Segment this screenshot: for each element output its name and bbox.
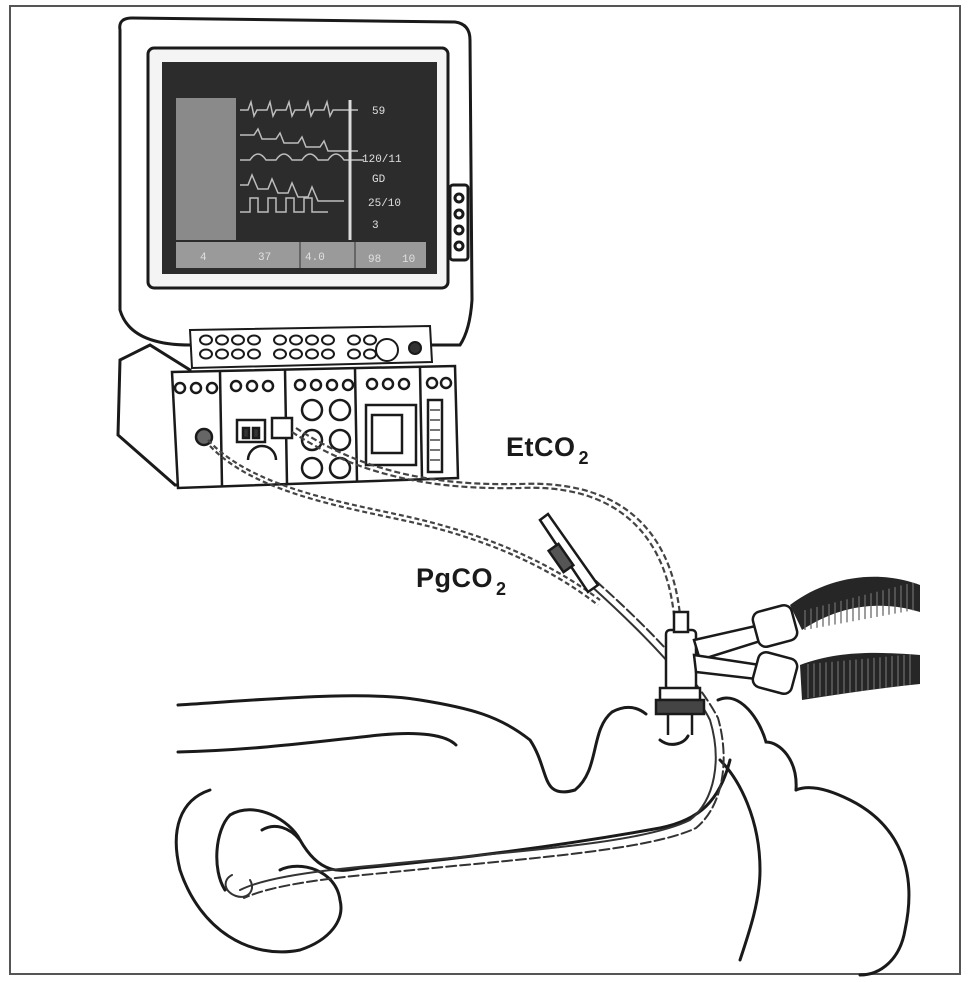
etco2-label-main: EtCO: [506, 432, 576, 462]
tonometer-probe: [540, 514, 598, 592]
rack-knob: [231, 381, 241, 391]
rack-knob: [191, 383, 201, 393]
rack-knob: [175, 383, 185, 393]
rack-knob: [247, 381, 257, 391]
keypad-key: [306, 336, 318, 345]
rack-knob: [343, 380, 353, 390]
pgco2-label-main: PgCO: [416, 563, 493, 593]
module-rack: [172, 366, 458, 488]
rack-knob: [441, 378, 451, 388]
keypad-key: [322, 336, 334, 345]
rotary-knob: [376, 339, 398, 361]
rack-knob: [427, 378, 437, 388]
screen-readout: 3: [372, 220, 379, 232]
screen-readout: 59: [372, 106, 385, 118]
screen-readout: 37: [258, 252, 271, 264]
monitor-keypad: [190, 326, 432, 368]
keypad-key: [200, 336, 212, 345]
rack-knob: [399, 379, 409, 389]
keypad-key: [306, 350, 318, 359]
screen-readout: 98: [368, 254, 381, 266]
keypad-key: [274, 350, 286, 359]
screen-readout: 4: [200, 252, 207, 264]
etco2-label-sub: 2: [579, 448, 590, 468]
corrugated-hose-lower: [800, 653, 920, 700]
rack-knob: [367, 379, 377, 389]
keypad-key: [232, 350, 244, 359]
keypad-key: [232, 336, 244, 345]
keypad-key: [274, 336, 286, 345]
screen-readout: GD: [372, 174, 386, 186]
screen-readout: 120/11: [362, 154, 402, 166]
keypad-key: [348, 350, 360, 359]
keypad-key: [248, 350, 260, 359]
keypad-key: [200, 350, 212, 359]
rack-knob: [295, 380, 305, 390]
breathing-circuit: [694, 603, 799, 695]
keypad-key: [248, 336, 260, 345]
screen-readout: 10: [402, 254, 415, 266]
rack-knob: [263, 381, 273, 391]
keypad-key: [364, 336, 376, 345]
keypad-key: [216, 336, 228, 345]
keypad-key: [290, 350, 302, 359]
keypad-key: [322, 350, 334, 359]
screen-bottom-bar: [176, 242, 426, 268]
keypad-key: [216, 350, 228, 359]
corrugated-hose-upper: [790, 577, 920, 630]
screen-readout: 25/10: [368, 198, 401, 210]
airway-adapter: [656, 612, 704, 735]
nasogastric-tonometer-tube: [226, 581, 724, 898]
patient-profile: [176, 696, 909, 975]
screen-readout: 4.0: [305, 252, 325, 264]
keypad-key: [290, 336, 302, 345]
rack-knob: [207, 383, 217, 393]
keypad-key: [348, 336, 360, 345]
rack-knob: [311, 380, 321, 390]
screen-left-panel: [176, 98, 236, 240]
rack-knob: [327, 380, 337, 390]
keypad-key: [364, 350, 376, 359]
monitor-screen: 59 120/11 GD 25/10 3 4 4.0 37 98 10: [162, 62, 437, 274]
rack-knob: [383, 379, 393, 389]
pgco2-label-sub: 2: [496, 579, 507, 599]
